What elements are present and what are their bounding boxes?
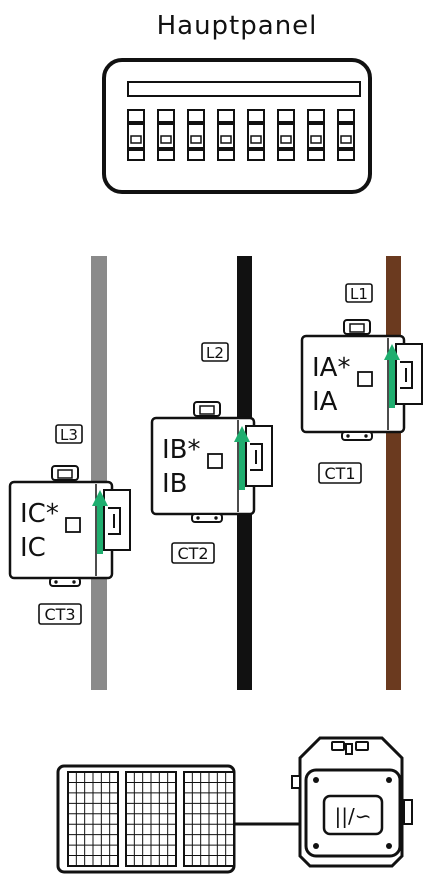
svg-text:L2: L2 [206,344,224,362]
svg-text:L1: L1 [350,285,368,303]
breaker-module [127,109,145,161]
wire-l1 [386,256,401,690]
ct-clamp-ct3: IC* IC [8,465,131,587]
breaker-module [187,109,205,161]
svg-text:L3: L3 [60,426,78,444]
svg-text:IA: IA [312,387,338,417]
breaker-module [217,109,235,161]
panel-title: Hauptpanel [157,11,318,41]
ct-label-ct1: CT1 [318,462,362,484]
svg-text:IB*: IB* [162,435,201,465]
ct-label-ct2: CT2 [171,542,215,564]
solar-grid [67,771,235,867]
breaker-panel-icon [102,58,372,194]
breaker-module [157,109,175,161]
breaker-module [337,109,355,161]
ct-label-ct3: CT3 [38,603,82,625]
svg-text:IC*: IC* [20,499,59,529]
svg-text:CT3: CT3 [44,605,75,624]
inverter-symbol: ||/∽ [335,804,372,828]
breaker-module [247,109,265,161]
ct-clamp-ct2: IB* IB [150,401,273,523]
svg-text:CT1: CT1 [324,464,355,483]
wire-l3 [91,256,107,690]
breaker-module [307,109,325,161]
svg-text:CT2: CT2 [177,544,208,563]
svg-text:IA*: IA* [312,353,350,383]
solar-panel-icon [56,764,236,874]
breaker-row [127,109,355,161]
line-label-l3: L3 [55,424,83,444]
svg-text:IC: IC [20,533,46,563]
microinverter-icon: ||/∽ [291,736,413,868]
line-label-l2: L2 [201,342,229,362]
ct-clamp-ct1: IA* IA [300,319,423,441]
svg-text:IB: IB [162,469,188,499]
line-label-l1: L1 [345,283,373,303]
breaker-module [277,109,295,161]
